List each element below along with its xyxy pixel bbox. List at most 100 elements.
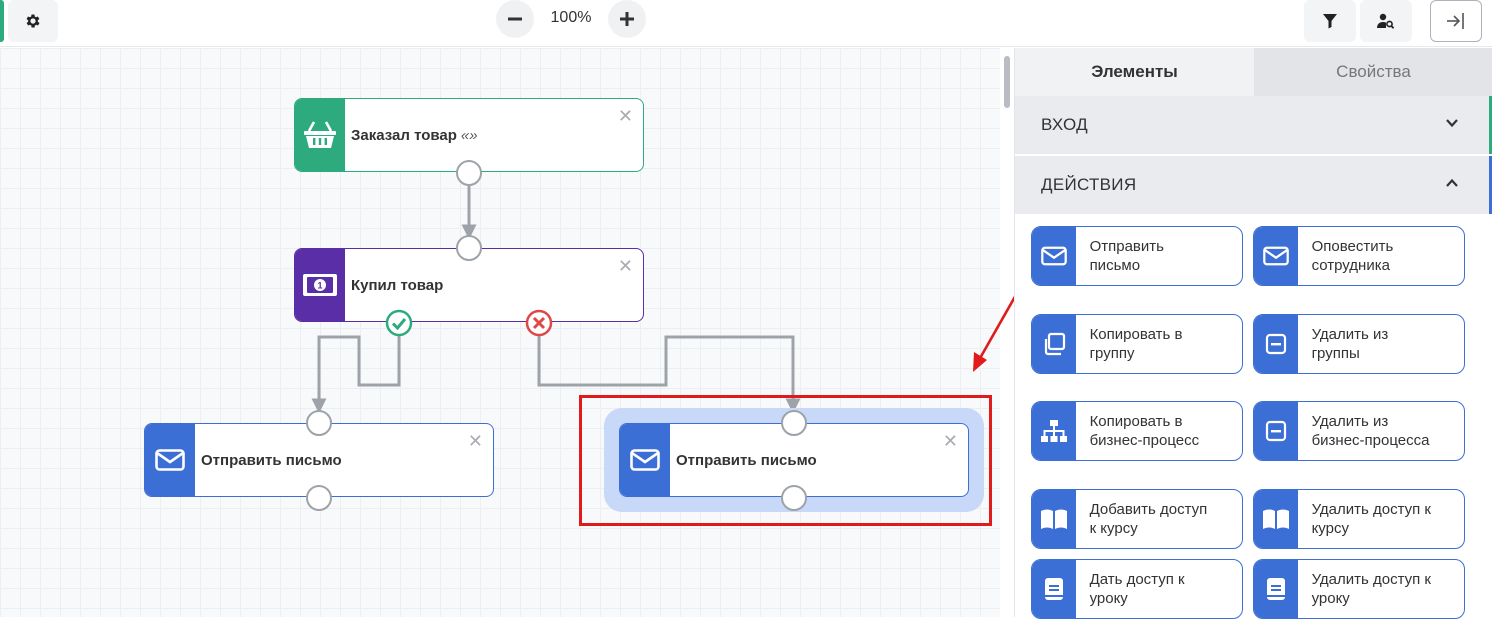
node-title: Купил товар: [351, 276, 444, 294]
mail-icon: [1262, 246, 1289, 266]
tile-label-line2: сотрудника: [1311, 257, 1390, 274]
svg-text:1: 1: [317, 281, 322, 291]
minus-box-icon: [1265, 420, 1286, 442]
tile-label-line1: Удалить доступ к: [1311, 501, 1431, 518]
basket-icon: [304, 121, 336, 148]
book-icon: [1266, 578, 1285, 600]
tile-label-line1: Удалить из: [1311, 413, 1389, 430]
tile-label-line2: группы: [1311, 345, 1360, 362]
output-port[interactable]: [306, 485, 332, 511]
filter-button[interactable]: [1304, 0, 1356, 42]
canvas-scrollbar[interactable]: [1004, 56, 1010, 108]
tile-label-line1: Оповестить: [1311, 238, 1394, 255]
book-open-icon: [1040, 509, 1067, 529]
tile-label-line2: бизнес-процесса: [1311, 432, 1430, 449]
node-title: Отправить письмо: [201, 451, 342, 469]
node-icon-box: [295, 99, 345, 171]
tile-label-line2: уроку: [1089, 590, 1128, 607]
action-copy-to-group[interactable]: Копировать в группу: [1031, 314, 1243, 374]
tile-label-line1: Копировать в: [1089, 326, 1183, 343]
action-notify-employee[interactable]: Оповестить сотрудника: [1253, 226, 1465, 286]
copy-icon: [1044, 332, 1065, 356]
action-give-lesson-access[interactable]: Дать доступ к уроку: [1031, 559, 1243, 619]
tile-label-line2: письмо: [1089, 257, 1141, 274]
action-remove-from-business-process[interactable]: Удалить из бизнес-процесса: [1253, 401, 1465, 461]
connectors: [311, 186, 801, 414]
section-accent: [1489, 156, 1492, 214]
person-search-icon: [1377, 13, 1395, 29]
tile-label-line2: бизнес-процесс: [1089, 432, 1200, 449]
chevron-down-icon: [1446, 119, 1458, 128]
node-icon-box: [620, 424, 670, 496]
section-input[interactable]: ВХОД: [1015, 96, 1492, 154]
action-send-email[interactable]: Отправить письмо: [1031, 226, 1243, 286]
book-open-icon: [1262, 509, 1289, 529]
input-port[interactable]: [456, 235, 482, 261]
tile-label-line1: Дать доступ к: [1089, 571, 1185, 588]
tile-label-line1: Копировать в: [1089, 413, 1183, 430]
no-port[interactable]: [525, 309, 553, 337]
plus-icon: [620, 12, 634, 26]
settings-button[interactable]: [8, 0, 58, 42]
tile-label-line2: к курсу: [1089, 520, 1138, 537]
panel-tabs: Элементы Свойства: [1015, 48, 1492, 96]
exit-panel-icon: [1447, 13, 1464, 29]
node-param: «»: [460, 126, 478, 144]
collapse-panel-button[interactable]: [1430, 0, 1482, 42]
action-remove-lesson-access[interactable]: Удалить доступ к уроку: [1253, 559, 1465, 619]
tab-properties[interactable]: Свойства: [1254, 48, 1492, 96]
output-port[interactable]: [456, 160, 482, 186]
zoom-level: 100%: [550, 9, 592, 26]
minus-box-icon: [1265, 333, 1286, 355]
mail-icon: [1040, 246, 1067, 266]
tile-label-line2: группу: [1089, 345, 1135, 362]
book-icon: [1044, 578, 1063, 600]
tile-label-line1: Отправить: [1089, 238, 1164, 255]
delete-node-button[interactable]: ✕: [617, 106, 633, 126]
elements-panel: Элементы Свойства ВХОД ДЕЙСТВИЯ Отправит…: [1014, 48, 1492, 619]
mail-icon: [630, 449, 660, 471]
action-add-course-access[interactable]: Добавить доступ к курсу: [1031, 489, 1243, 549]
tile-label-line2: уроку: [1311, 590, 1350, 607]
action-remove-course-access[interactable]: Удалить доступ к курсу: [1253, 489, 1465, 549]
money-icon: 1: [303, 274, 337, 296]
input-port[interactable]: [306, 410, 332, 436]
node-icon-box: [145, 424, 195, 496]
annotation-frame: [579, 395, 992, 526]
delete-node-button[interactable]: ✕: [467, 431, 483, 451]
tab-elements[interactable]: Элементы: [1015, 48, 1254, 96]
tile-label-line1: Удалить из: [1311, 326, 1389, 343]
output-port[interactable]: [781, 485, 807, 511]
section-label: ДЕЙСТВИЯ: [1041, 175, 1137, 194]
node-icon-box: 1: [295, 249, 345, 321]
tile-label-line1: Добавить доступ: [1089, 501, 1208, 518]
connector-line: [537, 335, 801, 414]
delete-node-button[interactable]: ✕: [942, 431, 958, 451]
mail-icon: [155, 449, 185, 471]
org-chart-icon: [1040, 420, 1067, 442]
delete-node-button[interactable]: ✕: [617, 256, 633, 276]
cross-icon: [532, 316, 546, 330]
section-accent: [1489, 96, 1492, 154]
top-toolbar: 100%: [0, 0, 1492, 47]
connector-line: [311, 335, 401, 414]
section-actions[interactable]: ДЕЙСТВИЯ: [1015, 156, 1492, 214]
action-copy-to-business-process[interactable]: Копировать в бизнес-процесс: [1031, 401, 1243, 461]
node-title: Отправить письмо: [676, 451, 817, 469]
filter-icon: [1323, 14, 1337, 29]
accent-edge: [0, 0, 4, 42]
minus-icon: [508, 17, 522, 21]
tile-label-line1: Удалить доступ к: [1311, 571, 1431, 588]
find-contact-button[interactable]: [1360, 0, 1412, 42]
check-icon: [391, 318, 407, 331]
input-port[interactable]: [781, 410, 807, 436]
action-remove-from-group[interactable]: Удалить из группы: [1253, 314, 1465, 374]
tile-label-line2: курсу: [1311, 520, 1349, 537]
trigger-node-order[interactable]: Заказал товар«» ✕: [294, 98, 644, 172]
node-title: Заказал товар: [351, 126, 457, 144]
zoom-in-button[interactable]: [608, 0, 646, 38]
yes-port[interactable]: [385, 309, 413, 337]
section-label: ВХОД: [1041, 115, 1088, 134]
zoom-out-button[interactable]: [496, 0, 534, 38]
chevron-up-icon: [1446, 178, 1458, 187]
